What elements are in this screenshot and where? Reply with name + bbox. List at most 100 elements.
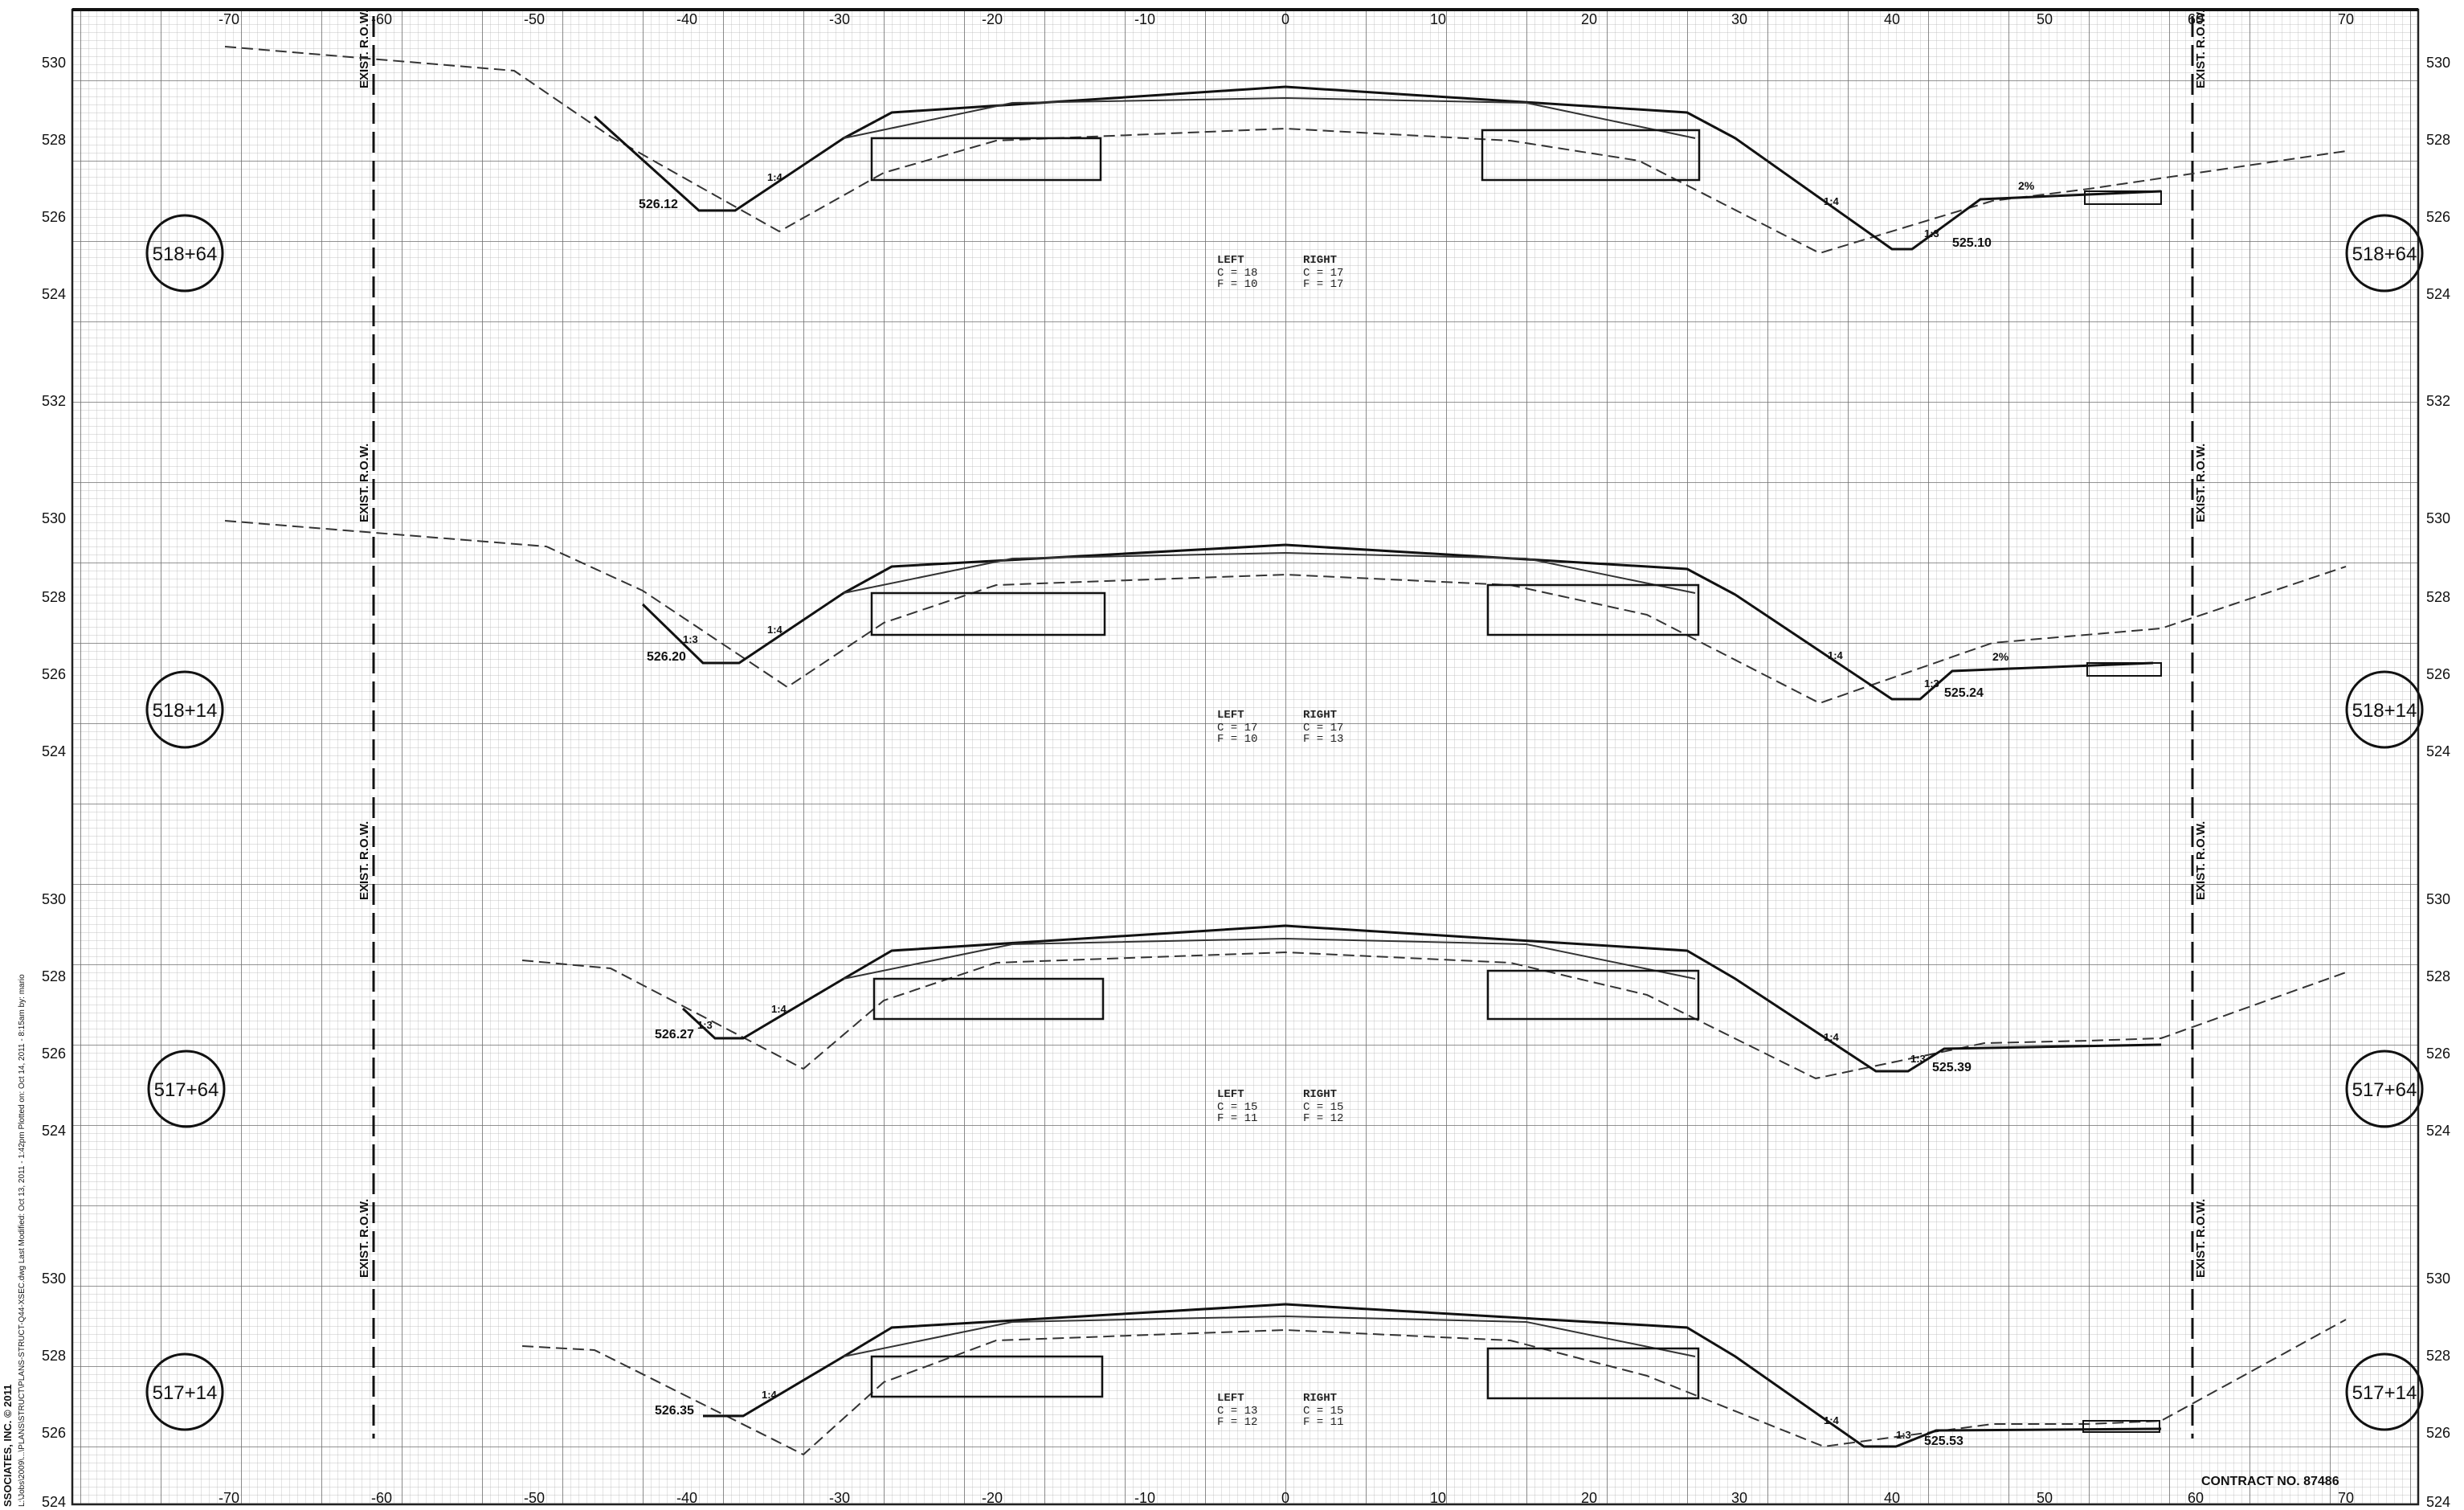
proposed-subgrade-line: [843, 937, 1696, 980]
existing-ground-line: [224, 46, 2347, 255]
curb-box: [2084, 190, 2162, 205]
left-cut: C = 17: [1217, 722, 1257, 735]
station-label: 518+14: [2352, 700, 2417, 722]
grid-area: [71, 8, 2420, 1506]
row-label: EXIST. R.O.W.: [2194, 444, 2208, 522]
elevation-label: 528: [42, 1348, 66, 1364]
elevation-label: 528: [2426, 132, 2450, 148]
cut-fill-table: LEFT C = 13 F = 12 RIGHT C = 15 F = 11: [1217, 1392, 1343, 1429]
offset-label: -10: [1134, 1490, 1155, 1506]
right-cut: C = 17: [1303, 722, 1343, 735]
pavement-box: [1486, 969, 1700, 1021]
elevation-label: 526: [2426, 1046, 2450, 1062]
station-circle: [145, 1352, 224, 1431]
station-label: 518+64: [153, 243, 218, 265]
left-heading: LEFT: [1217, 254, 1244, 267]
pavement-box: [870, 1355, 1104, 1398]
row-label: EXIST. R.O.W.: [358, 1199, 371, 1278]
right-elevation-label: 525.53: [1924, 1434, 1963, 1448]
grade-label: 2%: [2018, 179, 2035, 192]
right-cut: C = 15: [1303, 1101, 1343, 1114]
offset-label: -10: [1134, 11, 1155, 27]
copyright-note: SSOCIATES, INC. © 2011: [2, 1385, 14, 1507]
offset-label: -20: [982, 1490, 1003, 1506]
slope-label: 1:4: [1824, 1031, 1840, 1043]
elevation-labels-left: 530 528 526 524: [42, 1271, 66, 1510]
right-cut: C = 17: [1303, 267, 1343, 280]
slope-label: 1:4: [771, 1003, 787, 1015]
elevation-label: 526: [42, 209, 66, 225]
left-fill: F = 10: [1217, 278, 1257, 291]
right-elevation-label: 525.39: [1932, 1061, 1972, 1074]
row-label: EXIST. R.O.W.: [2194, 821, 2208, 900]
station-circle: [2345, 1352, 2424, 1431]
top-offset-labels: -70 -60 -50 -40 -30 -20 -10 0 10 20 30 4…: [219, 11, 2354, 27]
right-fill: F = 17: [1303, 278, 1343, 291]
left-cut: C = 18: [1217, 267, 1257, 280]
row-label: EXIST. R.O.W.: [358, 821, 371, 900]
offset-label: -70: [219, 11, 239, 27]
proposed-section-line: [681, 924, 2162, 1073]
cross-section-panel-517-14: 530 528 526 524 530 528 526 524 517+14 5…: [42, 1199, 2450, 1510]
elevation-label: 528: [42, 589, 66, 605]
elevation-label: 524: [2426, 743, 2450, 759]
offset-label: 10: [1430, 11, 1446, 27]
station-circle: [145, 670, 224, 749]
left-elevation-label: 526.35: [655, 1404, 694, 1418]
offset-label: 60: [2188, 1490, 2204, 1506]
left-heading: LEFT: [1217, 709, 1244, 722]
elevation-label: 528: [2426, 1348, 2450, 1364]
offset-label: 0: [1281, 1490, 1289, 1506]
left-elevation-label: 526.27: [655, 1028, 694, 1041]
offset-label: 70: [2338, 11, 2354, 27]
offset-label: -40: [676, 11, 697, 27]
elevation-label: 532: [42, 393, 66, 409]
slope-label: 1:3: [1924, 227, 1939, 239]
offset-label: 50: [2037, 11, 2053, 27]
cross-section-panel-517-64: 530 528 526 524 530 528 526 524 517+64 5…: [42, 821, 2450, 1139]
elevation-label: 524: [2426, 1123, 2450, 1139]
proposed-subgrade-line: [843, 1315, 1696, 1357]
offset-label: -40: [676, 1490, 697, 1506]
grade-label: 2%: [1992, 650, 2009, 663]
proposed-section-line: [593, 85, 2162, 251]
offset-label: 50: [2037, 1490, 2053, 1506]
offset-label: 30: [1731, 1490, 1747, 1506]
elevation-label: 530: [2426, 891, 2450, 907]
offset-label: -60: [371, 11, 392, 27]
offset-label: -50: [524, 1490, 545, 1506]
offset-label: -30: [829, 11, 850, 27]
right-heading: RIGHT: [1303, 254, 1337, 267]
elevation-label: 526: [2426, 1425, 2450, 1441]
existing-ground-line: [224, 520, 2347, 705]
offset-label: 40: [1884, 1490, 1900, 1506]
elevation-labels-left: 532 530 528 526 524: [42, 393, 66, 759]
existing-ground-line: [521, 951, 2347, 1080]
elevation-label: 526: [42, 666, 66, 682]
slope-label: 1:3: [1896, 1429, 1911, 1441]
elevation-label: 530: [42, 55, 66, 71]
elevation-label: 524: [42, 286, 66, 302]
right-fill: F = 11: [1303, 1416, 1343, 1429]
station-label: 518+64: [2352, 243, 2417, 265]
elevation-label: 528: [2426, 589, 2450, 605]
slope-label: 1:4: [1824, 1414, 1840, 1426]
elevation-label: 530: [2426, 1271, 2450, 1287]
offset-label: 70: [2338, 1490, 2354, 1506]
proposed-subgrade-line: [843, 96, 1696, 139]
right-heading: RIGHT: [1303, 1088, 1337, 1101]
offset-label: 0: [1281, 11, 1289, 27]
elevation-label: 524: [2426, 1494, 2450, 1510]
elevation-labels-left: 530 528 526 524: [42, 891, 66, 1139]
slope-label: 1:4: [1828, 649, 1844, 661]
row-label: EXIST. R.O.W.: [2194, 10, 2208, 88]
row-label: EXIST. R.O.W.: [358, 444, 371, 522]
station-label: 517+14: [2352, 1382, 2417, 1404]
offset-label: 20: [1581, 1490, 1597, 1506]
offset-label: 30: [1731, 11, 1747, 27]
elevation-label: 526: [2426, 209, 2450, 225]
pavement-box: [870, 137, 1102, 182]
station-circle: [2345, 214, 2424, 293]
elevation-label: 530: [2426, 55, 2450, 71]
